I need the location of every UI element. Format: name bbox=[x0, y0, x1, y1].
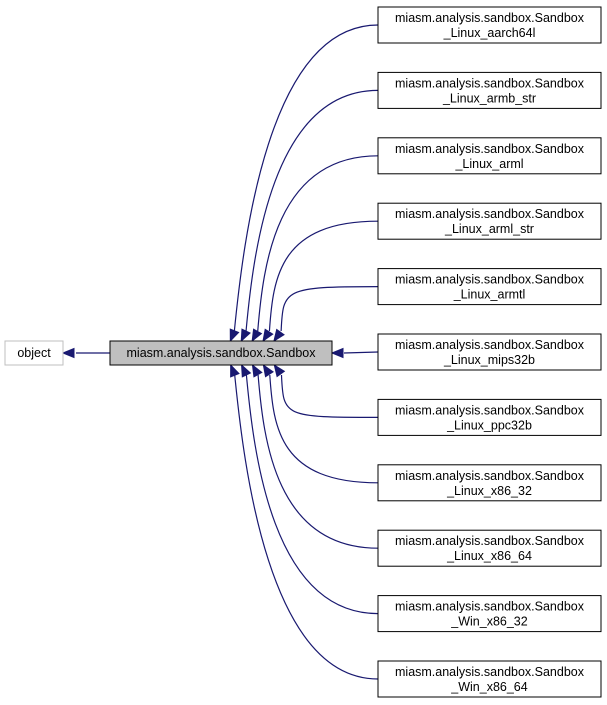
subclass-node-line2: _Linux_x86_64 bbox=[446, 549, 532, 563]
edge-arrow-center bbox=[240, 328, 251, 343]
edge-arrow-center bbox=[330, 347, 344, 359]
subclass-node-line1: miasm.analysis.sandbox.Sandbox bbox=[395, 600, 585, 614]
subclass-node-line2: _Linux_aarch64l bbox=[443, 26, 536, 40]
subclass-node-box bbox=[377, 333, 602, 371]
subclass-node-line1: miasm.analysis.sandbox.Sandbox bbox=[395, 469, 585, 483]
subclass-node[interactable]: miasm.analysis.sandbox.Sandbox_Linux_arm… bbox=[377, 137, 602, 175]
subclass-node-line1: miasm.analysis.sandbox.Sandbox bbox=[395, 142, 585, 156]
subclass-node-box bbox=[377, 595, 602, 633]
subclass-node-line2: _Win_x86_32 bbox=[450, 615, 527, 629]
edge-subclass-to-center bbox=[269, 374, 379, 484]
subclass-node[interactable]: miasm.analysis.sandbox.Sandbox_Linux_x86… bbox=[377, 529, 602, 567]
subclass-node[interactable]: miasm.analysis.sandbox.Sandbox_Linux_ppc… bbox=[377, 398, 602, 436]
subclass-node[interactable]: miasm.analysis.sandbox.Sandbox_Linux_arm… bbox=[377, 268, 602, 306]
subclass-node-box bbox=[377, 6, 602, 44]
edge-subclass-to-center bbox=[233, 24, 379, 332]
subclass-node[interactable]: miasm.analysis.sandbox.Sandbox_Win_x86_3… bbox=[377, 595, 602, 633]
subclass-node-line2: _Win_x86_64 bbox=[450, 680, 527, 694]
subclass-node-box bbox=[377, 71, 602, 109]
subclass-node-line1: miasm.analysis.sandbox.Sandbox bbox=[395, 11, 585, 25]
subclass-node-box bbox=[377, 268, 602, 306]
subclass-node-box bbox=[377, 398, 602, 436]
edge-subclass-to-center bbox=[280, 286, 379, 332]
subclass-node-box bbox=[377, 137, 602, 175]
base-node-label: object bbox=[17, 346, 51, 360]
base-node-object[interactable]: object bbox=[4, 340, 64, 366]
edge-arrow-center bbox=[273, 363, 286, 378]
subclass-node[interactable]: miasm.analysis.sandbox.Sandbox_Win_x86_6… bbox=[377, 660, 602, 698]
subclass-node-line1: miasm.analysis.sandbox.Sandbox bbox=[395, 338, 585, 352]
edge-arrow-center bbox=[230, 363, 240, 378]
subclass-node[interactable]: miasm.analysis.sandbox.Sandbox_Linux_arm… bbox=[377, 202, 602, 240]
edge-arrow-center bbox=[262, 363, 274, 378]
edge-subclass-to-center bbox=[245, 89, 379, 332]
subclass-node-line1: miasm.analysis.sandbox.Sandbox bbox=[395, 665, 585, 679]
edge-arrow-center bbox=[251, 328, 263, 343]
edge-subclass-to-center bbox=[234, 374, 379, 680]
subclass-node-line2: _Linux_armb_str bbox=[442, 91, 536, 105]
center-node-box bbox=[109, 340, 333, 366]
subclass-node[interactable]: miasm.analysis.sandbox.Sandbox_Linux_aar… bbox=[377, 6, 602, 44]
edge-subclass-to-center bbox=[268, 220, 379, 332]
base-node-box bbox=[4, 340, 64, 366]
inheritance-edges bbox=[61, 24, 379, 680]
edge-subclass-to-center bbox=[343, 351, 379, 354]
subclass-node-line2: _Linux_arml_str bbox=[444, 222, 534, 236]
subclass-node-box bbox=[377, 464, 602, 502]
edge-arrow-center bbox=[229, 328, 240, 343]
subclass-node-line1: miasm.analysis.sandbox.Sandbox bbox=[395, 534, 585, 548]
subclass-node-box bbox=[377, 202, 602, 240]
subclass-node[interactable]: miasm.analysis.sandbox.Sandbox_Linux_mip… bbox=[377, 333, 602, 371]
subclass-node-line1: miasm.analysis.sandbox.Sandbox bbox=[395, 207, 585, 221]
subclass-node-box bbox=[377, 660, 602, 698]
subclass-node[interactable]: miasm.analysis.sandbox.Sandbox_Linux_x86… bbox=[377, 464, 602, 502]
edge-subclass-to-center bbox=[257, 374, 379, 549]
subclass-node-line1: miasm.analysis.sandbox.Sandbox bbox=[395, 76, 585, 90]
edge-subclass-to-center bbox=[280, 374, 379, 418]
edge-arrow-center bbox=[251, 363, 263, 378]
edge-subclass-to-center bbox=[245, 374, 379, 615]
center-node-label: miasm.analysis.sandbox.Sandbox bbox=[127, 346, 317, 360]
center-node-sandbox[interactable]: miasm.analysis.sandbox.Sandbox bbox=[109, 340, 333, 366]
subclass-node-line2: _Linux_mips32b bbox=[443, 353, 535, 367]
subclass-nodes: miasm.analysis.sandbox.Sandbox_Linux_aar… bbox=[377, 6, 602, 698]
subclass-node-line2: _Linux_x86_32 bbox=[446, 484, 532, 498]
edge-arrow-center bbox=[273, 328, 285, 343]
subclass-node-line2: _Linux_arml bbox=[454, 157, 523, 171]
subclass-node-line2: _Linux_ppc32b bbox=[446, 418, 532, 432]
edge-arrow-object bbox=[61, 347, 75, 359]
subclass-node[interactable]: miasm.analysis.sandbox.Sandbox_Linux_arm… bbox=[377, 71, 602, 109]
subclass-node-line2: _Linux_armtl bbox=[453, 288, 526, 302]
subclass-node-line1: miasm.analysis.sandbox.Sandbox bbox=[395, 403, 585, 417]
edge-arrow-center bbox=[240, 363, 252, 378]
subclass-node-box bbox=[377, 529, 602, 567]
edge-arrow-center bbox=[262, 328, 274, 343]
subclass-node-line1: miasm.analysis.sandbox.Sandbox bbox=[395, 273, 585, 287]
edge-subclass-to-center bbox=[257, 155, 379, 332]
